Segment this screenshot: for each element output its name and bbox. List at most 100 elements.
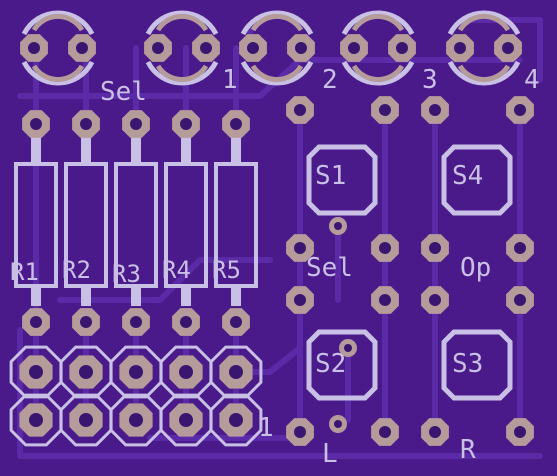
header-pin-pad-drill: [229, 413, 243, 427]
switch-pin-pad-drill: [429, 294, 441, 306]
resistor-pad-top-drill: [30, 118, 42, 130]
header-pin: [109, 393, 163, 447]
switch-pin: [506, 286, 534, 314]
tactile-switch: [306, 144, 378, 216]
header-pin-outline: [109, 393, 163, 447]
led-pad-anode-drill: [152, 42, 164, 54]
switch-outline: [306, 329, 378, 401]
resistor-body: [114, 162, 158, 288]
resistor-lead-top: [181, 134, 191, 164]
resistor-body: [164, 162, 208, 288]
header-pin: [159, 393, 213, 447]
led-inner-arc-top: [457, 13, 511, 32]
switch-pin: [371, 96, 399, 124]
resistor-label-r4: R4: [162, 256, 191, 284]
switch-pin-pad-drill: [429, 426, 441, 438]
led-inner-arc-top: [155, 13, 209, 32]
switch-label-s2: S2: [315, 349, 346, 379]
header-pin: [209, 345, 263, 399]
switch-pin: [371, 418, 399, 446]
resistor-body: [14, 162, 58, 288]
tactile-switch: [441, 329, 513, 401]
header-pin-outline: [59, 393, 113, 447]
switch-pin-pad-drill: [379, 104, 391, 116]
led-pad-cathode-drill: [396, 42, 408, 54]
header-pin: [209, 393, 263, 447]
led-outline-bottom: [447, 60, 521, 86]
switch-pin: [421, 234, 449, 262]
led-outline-bottom: [21, 60, 95, 86]
led-pad-cathode-drill: [200, 42, 212, 54]
resistor-pad-bottom-drill: [30, 316, 42, 328]
switch-pin: [371, 286, 399, 314]
led-inner-arc-bottom: [457, 64, 511, 83]
via-group: [329, 217, 357, 433]
resistor-pad-bottom-drill: [130, 316, 142, 328]
led-inner-arc-top: [351, 13, 405, 32]
switch-label-s3: S3: [452, 349, 483, 379]
led-pad-anode-drill: [28, 42, 40, 54]
led-inner-arc-bottom: [155, 64, 209, 83]
switch-pin: [286, 96, 314, 124]
label-op: Op: [460, 253, 491, 283]
header-pin: [9, 345, 63, 399]
resistor-pad-top-drill: [180, 118, 192, 130]
tactile-switch: [306, 329, 378, 401]
header-pin-outline: [209, 393, 263, 447]
resistor-pad-top-drill: [230, 118, 242, 130]
led-outline-top: [145, 10, 219, 36]
switch-pin: [286, 286, 314, 314]
led: [144, 10, 220, 86]
header-pin-outline: [9, 345, 63, 399]
resistor-label-r2: R2: [62, 256, 91, 284]
led-pad-anode-drill: [454, 42, 466, 54]
led: [340, 10, 416, 86]
led-outline-top: [21, 10, 95, 36]
switch-outline: [306, 144, 378, 216]
led-outline-bottom: [240, 60, 314, 86]
led-outline-top: [240, 10, 314, 36]
header-pin-pad-drill: [179, 413, 193, 427]
header-pin-outline: [109, 345, 163, 399]
resistor-lead-bottom: [231, 286, 241, 306]
resistor-lead-bottom: [131, 286, 141, 306]
via-drill: [334, 420, 342, 428]
header-pin-pad-drill: [79, 365, 93, 379]
switch-pin-pad-drill: [514, 242, 526, 254]
resistor-label-r5: R5: [212, 256, 241, 284]
header-pin-outline: [59, 345, 113, 399]
via-drill: [334, 222, 342, 230]
switch-pin-pad-drill: [429, 242, 441, 254]
resistor-label-r1: R1: [10, 258, 39, 286]
header-pin: [109, 345, 163, 399]
led-outline-bottom: [145, 60, 219, 86]
led-inner-arc-bottom: [351, 64, 405, 83]
via-drill: [344, 344, 352, 352]
switch-pin-pad-drill: [514, 294, 526, 306]
resistor-body: [64, 162, 108, 288]
resistor-label-r3: R3: [112, 260, 141, 288]
header-pin-pad-drill: [129, 413, 143, 427]
switch-pin: [371, 234, 399, 262]
header-pin-outline: [159, 345, 213, 399]
switch-pin-pad-drill: [379, 294, 391, 306]
resistor: [64, 110, 108, 336]
resistor: [14, 110, 58, 336]
resistor-lead-top: [231, 134, 241, 164]
led-inner-arc-top: [250, 13, 304, 32]
led-outline-bottom: [341, 60, 415, 86]
resistor-lead-top: [131, 134, 141, 164]
resistor-lead-top: [81, 134, 91, 164]
resistor-pad-bottom-drill: [80, 316, 92, 328]
led-label-sel: Sel: [100, 77, 147, 107]
led: [20, 10, 96, 86]
switch-pin-pad-drill: [514, 426, 526, 438]
label-right: R: [460, 435, 476, 465]
header-pin: [159, 345, 213, 399]
tactile-switch: [441, 144, 513, 216]
header-pin: [9, 393, 63, 447]
header-pin-pad-drill: [29, 365, 43, 379]
switch-pin: [286, 234, 314, 262]
led-pad-anode-drill: [348, 42, 360, 54]
